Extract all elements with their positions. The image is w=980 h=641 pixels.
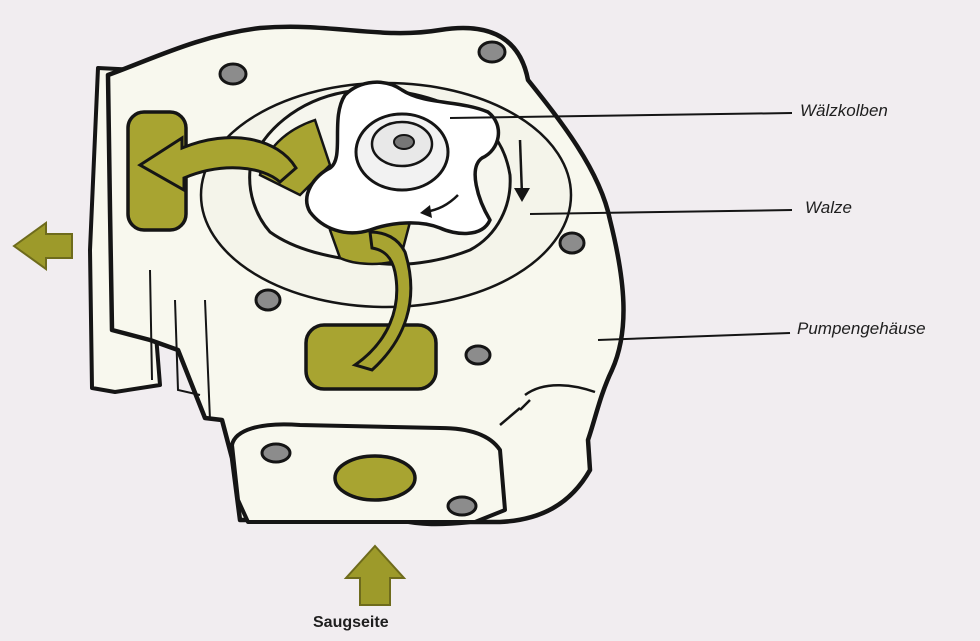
bolt-hole [220, 64, 246, 84]
label-rolling-piston: Wälzkolben [800, 101, 888, 121]
bolt-hole [560, 233, 584, 253]
leader-pumpengehaeuse [598, 333, 790, 340]
bolt-hole [262, 444, 290, 462]
label-suction-side: Saugseite [313, 614, 389, 632]
arrow-left-icon [14, 223, 72, 269]
shaft-bore [394, 135, 414, 149]
label-roller: Walze [805, 198, 852, 218]
bolt-hole [256, 290, 280, 310]
arrow-up-icon [346, 546, 404, 605]
suction-inlet-port [335, 456, 415, 500]
bolt-hole [466, 346, 490, 364]
label-pump-housing: Pumpengehäuse [797, 319, 926, 339]
bolt-hole [448, 497, 476, 515]
bolt-hole [479, 42, 505, 62]
